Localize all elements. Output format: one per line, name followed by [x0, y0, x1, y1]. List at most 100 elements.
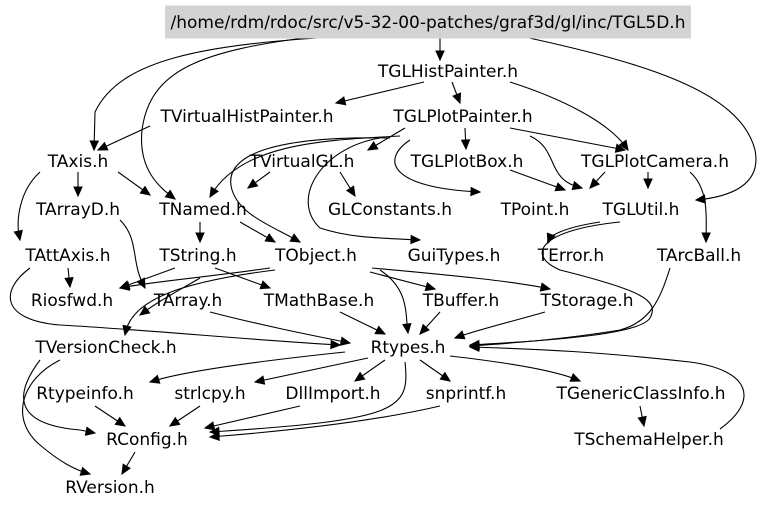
- node-rtypes[interactable]: Rtypes.h: [371, 338, 446, 358]
- edge-tglplotpainter-to-tobject: [230, 137, 391, 243]
- node-tgl5d[interactable]: /home/rdm/rdoc/src/v5-32-00-patches/graf…: [165, 5, 691, 39]
- edge-tarray-to-rtypes-line: [209, 311, 351, 344]
- node-label: TNamed.h: [158, 200, 247, 220]
- edge-rtypeinfo-to-rconfig-arrowhead: [114, 416, 127, 427]
- edge-tglplotpainter-to-tpoint-arrowhead: [470, 186, 482, 197]
- edge-tglplotpainter-to-tglplotcamera: [509, 127, 627, 153]
- edge-tattaxis-to-riosfwd-arrowhead: [64, 277, 74, 289]
- edge-strlcpy-to-rconfig: [168, 405, 201, 427]
- node-label: /home/rdm/rdoc/src/v5-32-00-patches/graf…: [171, 13, 686, 33]
- edge-rtypes-to-snprintf: [419, 359, 452, 382]
- node-riosfwd[interactable]: Riosfwd.h: [31, 291, 113, 311]
- edge-tstorage-to-rtypes-arrowhead: [453, 330, 466, 340]
- node-glconstants[interactable]: GLConstants.h: [328, 200, 452, 220]
- edge-snprintf-to-rconfig: [208, 405, 441, 442]
- edge-tstring-to-tmathbase-arrowhead: [259, 280, 272, 290]
- node-label: TArcBall.h: [656, 246, 741, 266]
- node-snprintf[interactable]: snprintf.h: [426, 384, 507, 404]
- node-tvirtualhistpainter[interactable]: TVirtualHistPainter.h: [159, 107, 333, 127]
- node-tbuffer[interactable]: TBuffer.h: [422, 291, 500, 311]
- edge-strlcpy-to-rconfig-arrowhead: [168, 416, 181, 427]
- edge-rconfig-to-rversion: [121, 451, 136, 476]
- node-tschemahelper[interactable]: TSchemaHelper.h: [573, 430, 724, 450]
- edge-tstorage-to-rtypes: [453, 311, 546, 340]
- node-tvirtualgl[interactable]: TVirtualGL.h: [249, 152, 355, 172]
- node-tglplotpainter[interactable]: TGLPlotPainter.h: [392, 107, 532, 127]
- edge-tglplotbox-to-tglutil-line: [509, 169, 566, 191]
- edge-tglplotpainter-to-tvirtualgl-arrowhead: [366, 141, 379, 151]
- edge-tarray-to-rtypes: [209, 311, 352, 346]
- node-tversioncheck[interactable]: TVersionCheck.h: [34, 338, 176, 358]
- node-terror[interactable]: TError.h: [537, 246, 604, 266]
- edge-snprintf-to-rconfig-arrowhead: [208, 431, 220, 442]
- edge-tobject-to-tstorage: [371, 267, 552, 292]
- edge-tglplotpainter-to-tnamed-arrowhead: [209, 186, 219, 199]
- node-taxis[interactable]: TAxis.h: [47, 152, 109, 172]
- edge-tgl5d-to-tnamed-arrowhead: [164, 189, 176, 200]
- node-label: TVirtualHistPainter.h: [159, 107, 333, 127]
- edge-tmathbase-to-rtypes-arrowhead: [374, 325, 387, 335]
- edge-snprintf-to-rconfig-line: [209, 405, 441, 438]
- node-label: TVirtualGL.h: [249, 152, 355, 172]
- node-label: TGLPlotCamera.h: [580, 152, 729, 172]
- edge-tvirtualgl-to-glconstants: [339, 171, 356, 198]
- edge-tnamed-to-tobject: [239, 221, 277, 243]
- edge-tobject-to-rtypes-arrowhead: [402, 322, 412, 335]
- node-rtypeinfo[interactable]: Rtypeinfo.h: [36, 384, 134, 404]
- node-tarcball[interactable]: TArcBall.h: [656, 246, 741, 266]
- edge-tglplotpainter-to-tglplotbox: [460, 127, 471, 151]
- edge-tglutil-to-terror-line: [547, 221, 601, 244]
- edge-tschemahelper-to-rtypes: [468, 342, 745, 430]
- node-tstring[interactable]: TString.h: [158, 246, 236, 266]
- edge-tversioncheck-to-rversion: [22, 359, 92, 476]
- node-tglplotcamera[interactable]: TGLPlotCamera.h: [580, 152, 729, 172]
- edge-tglplotpainter-to-tpoint: [394, 139, 482, 197]
- graph-edges: [9, 35, 757, 476]
- edge-tvirtualhistpainter-to-taxis-arrowhead: [96, 141, 109, 151]
- edge-tglplotpainter-to-tpoint-line: [394, 139, 481, 193]
- node-guitypes[interactable]: GuiTypes.h: [408, 246, 501, 266]
- node-tmathbase[interactable]: TMathBase.h: [263, 291, 374, 311]
- node-strlcpy[interactable]: strlcpy.h: [174, 384, 245, 404]
- edge-tobject-to-tbuffer-arrowhead: [424, 281, 437, 292]
- node-tnamed[interactable]: TNamed.h: [158, 200, 247, 220]
- edge-tversioncheck-to-rconfig-line: [23, 359, 96, 434]
- edge-tstring-to-tmathbase: [214, 267, 272, 290]
- edge-tobject-to-tbuffer-line: [369, 271, 436, 290]
- edge-rtypeinfo-to-rconfig: [94, 405, 127, 427]
- node-label: GuiTypes.h: [408, 246, 501, 266]
- edge-tglhistpainter-to-tvirtualhistpainter: [334, 81, 425, 106]
- edge-tglplotcamera-to-tarcball-line: [689, 171, 707, 243]
- node-tpoint[interactable]: TPoint.h: [500, 200, 570, 220]
- edge-tgl5d-to-tnamed-line: [140, 35, 321, 200]
- node-label: TMathBase.h: [263, 291, 374, 311]
- edge-tobject-to-rtypes: [379, 269, 412, 335]
- node-tglutil[interactable]: TGLUtil.h: [602, 200, 680, 220]
- node-tgenericclassinfo[interactable]: TGenericClassInfo.h: [555, 384, 725, 404]
- edge-rtypes-to-tgenericclassinfo-arrowhead: [569, 372, 582, 382]
- edge-rtypes-to-rconfig-line: [209, 361, 407, 433]
- node-tarrayd[interactable]: TArrayD.h: [35, 200, 120, 220]
- node-dllimport[interactable]: DllImport.h: [285, 384, 380, 404]
- node-rversion[interactable]: RVersion.h: [65, 478, 155, 498]
- node-tglhistpainter[interactable]: TGLHistPainter.h: [377, 62, 518, 82]
- edge-tbuffer-to-rtypes: [419, 311, 441, 335]
- edge-tschemahelper-to-rtypes-arrowhead: [468, 342, 480, 353]
- node-rconfig[interactable]: RConfig.h: [106, 430, 188, 450]
- edge-tobject-to-tversioncheck-arrowhead: [122, 324, 132, 337]
- node-tglplotbox[interactable]: TGLPlotBox.h: [410, 152, 524, 172]
- edge-rtypes-to-dllimport-arrowhead: [353, 371, 366, 382]
- node-label: TAttAxis.h: [24, 246, 110, 266]
- node-tobject[interactable]: TObject.h: [274, 246, 357, 266]
- edge-tschemahelper-to-rtypes-line: [469, 346, 745, 430]
- edge-taxis-to-tarrayd: [73, 172, 83, 198]
- node-label: TGLUtil.h: [602, 200, 680, 220]
- root-node-box: [165, 5, 691, 39]
- node-tattaxis[interactable]: TAttAxis.h: [24, 246, 110, 266]
- edge-tgl5d-to-tnamed: [140, 35, 321, 200]
- node-tstorage[interactable]: TStorage.h: [539, 291, 633, 311]
- edge-dllimport-to-rconfig-arrowhead: [203, 421, 216, 431]
- edge-tglplotpainter-to-tglplotbox-arrowhead: [460, 139, 471, 151]
- node-tarray[interactable]: TArray.h: [153, 291, 223, 311]
- edge-tattaxis-to-rtypes-line: [9, 267, 341, 346]
